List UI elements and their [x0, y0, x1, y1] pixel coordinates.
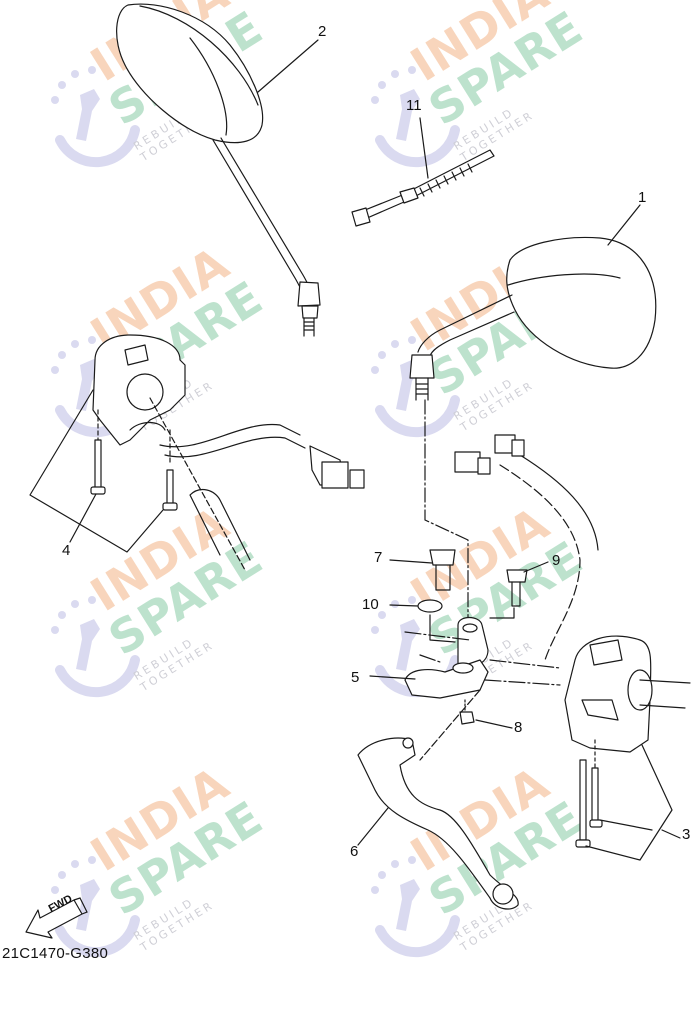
callout-3: 3	[682, 826, 691, 843]
callout-8: 8	[514, 719, 523, 736]
callout-4: 4	[62, 542, 71, 559]
leader-line-9	[523, 561, 549, 573]
callout-1: 1	[638, 189, 647, 206]
leader-line-2	[257, 39, 319, 93]
callout-10: 10	[362, 596, 379, 613]
bolt-9	[506, 569, 528, 583]
leader-bracket-4	[29, 389, 164, 553]
washer-10	[417, 599, 443, 613]
left-handlebar-switch	[90, 334, 365, 571]
left-mirror	[116, 3, 321, 337]
lever-holder-5	[404, 659, 489, 699]
leader-line-10	[389, 604, 419, 607]
callout-6: 6	[350, 843, 359, 860]
forward-arrow-icon	[25, 897, 88, 939]
nut-8	[459, 711, 475, 725]
callout-11: 11	[406, 97, 422, 114]
leader-line-8	[475, 719, 513, 729]
leader-line-5	[369, 675, 416, 680]
leader-line-3	[661, 829, 681, 839]
parts-diagram: INDIA SPARE REBUILD TOGETHER INDIA SPARE…	[2, 0, 691, 962]
right-handlebar-switch	[564, 635, 691, 848]
callout-5: 5	[351, 669, 360, 686]
leader-line-6	[357, 807, 389, 846]
leader-line-1	[607, 204, 641, 246]
callout-9: 9	[552, 552, 561, 569]
callout-7: 7	[374, 549, 383, 566]
leader-line-4	[69, 493, 97, 543]
pivot-bolt-7	[429, 549, 456, 566]
right-mirror	[409, 236, 657, 401]
brake-lever	[357, 737, 519, 910]
callout-2: 2	[318, 23, 327, 40]
parts-line-art	[29, 3, 691, 910]
cable-tie	[351, 149, 495, 227]
leader-bracket-3	[585, 744, 673, 861]
leader-line-11	[419, 117, 429, 179]
figure-code: 21C1470-G380	[2, 945, 109, 962]
leader-line-7	[389, 559, 433, 564]
